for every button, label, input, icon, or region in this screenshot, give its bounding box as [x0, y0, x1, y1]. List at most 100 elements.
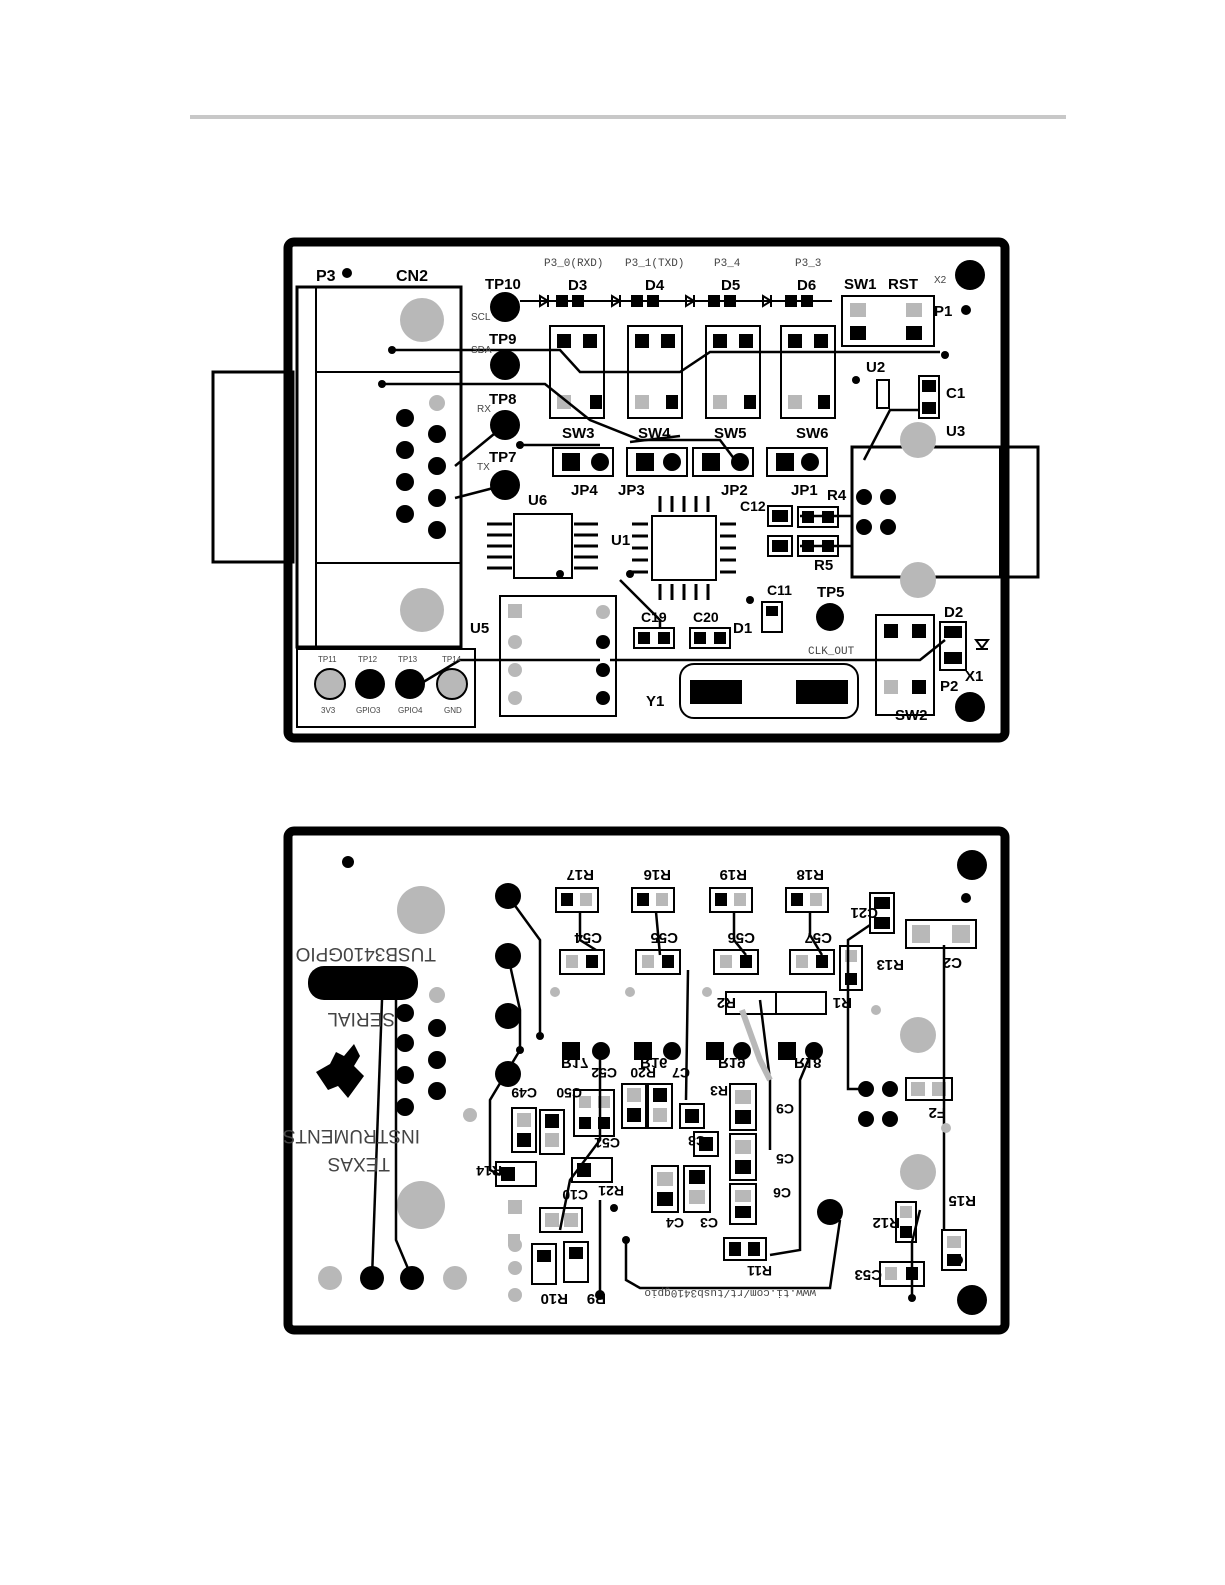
label-tp5: TP5 [817, 584, 845, 601]
cn2-body [295, 285, 463, 649]
label-r2: R2 [717, 994, 736, 1011]
label-r18b: R18 [796, 866, 824, 883]
label-product: TUSB3410GPIO [296, 943, 436, 964]
label-c2: C2 [943, 954, 962, 971]
label-r5: R5 [814, 557, 833, 574]
label-tx: TX [477, 462, 490, 473]
label-r13: R13 [876, 956, 904, 973]
label-y1: Y1 [646, 693, 664, 710]
label-r11: R11 [747, 1263, 772, 1279]
label-url: www.ti.com/rt/tusb3410gpio [644, 1286, 816, 1298]
label-c54: C54 [574, 929, 602, 946]
label-sw1: SW1 [844, 276, 877, 293]
label-r12: R12 [872, 1214, 900, 1231]
label-c56: C56 [727, 929, 755, 946]
label-r4: R4 [827, 487, 847, 504]
label-c5: C5 [776, 1151, 794, 1167]
label-r10: R10 [540, 1290, 568, 1307]
label-c19: C19 [641, 609, 667, 625]
label-d5: D5 [721, 277, 740, 294]
label-company-1: INSTRUMENTS [283, 1125, 420, 1146]
label-sw5: SW5 [714, 425, 747, 442]
label-tp10: TP10 [485, 276, 521, 293]
usb-connector-left [211, 370, 295, 564]
top-layer-labels: P3 CN2 TP10 TP9 TP8 TP7 SCL SDA RX TX P3… [316, 258, 983, 724]
label-c49: C49 [511, 1085, 537, 1101]
label-jp2: JP2 [721, 482, 748, 499]
top-board-outline [283, 237, 1010, 743]
label-r14: R14 [476, 1163, 502, 1179]
label-c53: C53 [854, 1266, 882, 1283]
label-c1: C1 [946, 385, 965, 402]
label-led-p3-3: P3_3 [795, 258, 821, 270]
label-f2: F2 [928, 1104, 946, 1121]
label-p2: P2 [940, 678, 958, 695]
label-r3: R3 [710, 1083, 728, 1099]
label-c7: C7 [672, 1065, 690, 1081]
label-c51: C51 [594, 1135, 620, 1151]
label-sw4: SW4 [638, 425, 671, 442]
label-u1: U1 [611, 532, 630, 549]
label-r19: R19 [718, 1054, 746, 1071]
ti-logo [316, 1044, 364, 1098]
label-gpio4: GPIO4 [398, 706, 423, 715]
label-gnd: GND [444, 706, 462, 715]
label-tp7: TP7 [489, 449, 517, 466]
label-jp1: JP1 [791, 482, 818, 499]
label-cn2: CN2 [396, 268, 428, 285]
top-layer-board [211, 237, 1040, 743]
label-rx: RX [477, 404, 491, 415]
header-rule [190, 115, 1066, 119]
label-c55: C55 [650, 929, 678, 946]
label-c21: C21 [850, 904, 878, 921]
label-jp3: JP3 [618, 482, 645, 499]
serial-logo-bar [308, 966, 418, 1000]
label-c12: C12 [740, 498, 766, 514]
label-d4: D4 [645, 277, 665, 294]
label-u2: U2 [866, 359, 885, 376]
label-c10: C10 [562, 1187, 588, 1203]
label-x2: X2 [934, 275, 947, 286]
label-r16: R16 [640, 1054, 668, 1071]
label-x1: X1 [965, 668, 983, 685]
label-u6: U6 [528, 492, 547, 509]
label-tp12: TP12 [358, 655, 378, 664]
label-sw2: SW2 [895, 707, 928, 724]
label-rst: RST [888, 276, 918, 293]
label-tp9: TP9 [489, 331, 517, 348]
label-c8: C8 [688, 1133, 706, 1149]
label-serial: SERIAL [327, 1008, 395, 1029]
label-r17: R17 [561, 1054, 589, 1071]
label-r15: R15 [948, 1192, 976, 1209]
label-scl: SCL [471, 312, 491, 323]
label-led-p3-1: P3_1(TXD) [625, 258, 684, 270]
label-clk-out: CLK_OUT [808, 646, 855, 658]
label-led-p3-0: P3_0(RXD) [544, 258, 603, 270]
label-3v3: 3V3 [321, 706, 336, 715]
bottom-layer-labels: R17 R16 R19 R18 R17 R16 R19 R18 C54 C55 … [283, 866, 976, 1307]
label-u3: U3 [946, 423, 965, 440]
label-r17b: R17 [566, 866, 594, 883]
label-r18: R18 [794, 1054, 822, 1071]
label-c57: C57 [804, 929, 832, 946]
label-company-2: TEXAS [328, 1153, 390, 1174]
label-jp4: JP4 [571, 482, 598, 499]
label-r16b: R16 [643, 866, 671, 883]
label-sda: SDA [471, 345, 492, 356]
usb-connector-right [850, 445, 1040, 579]
label-d3: D3 [568, 277, 587, 294]
label-gpio3: GPIO3 [356, 706, 381, 715]
label-c3: C3 [700, 1215, 718, 1231]
label-c20: C20 [693, 609, 719, 625]
label-d2: D2 [944, 604, 963, 621]
label-tp11: TP11 [318, 655, 337, 664]
label-tp14: TP14 [442, 655, 462, 664]
label-r20: R20 [630, 1065, 656, 1081]
label-u5: U5 [470, 620, 489, 637]
label-d6: D6 [797, 277, 816, 294]
label-r19b: R19 [719, 866, 747, 883]
label-tp8: TP8 [489, 391, 517, 408]
label-c9: C9 [776, 1101, 794, 1117]
label-p3: P3 [316, 268, 336, 285]
